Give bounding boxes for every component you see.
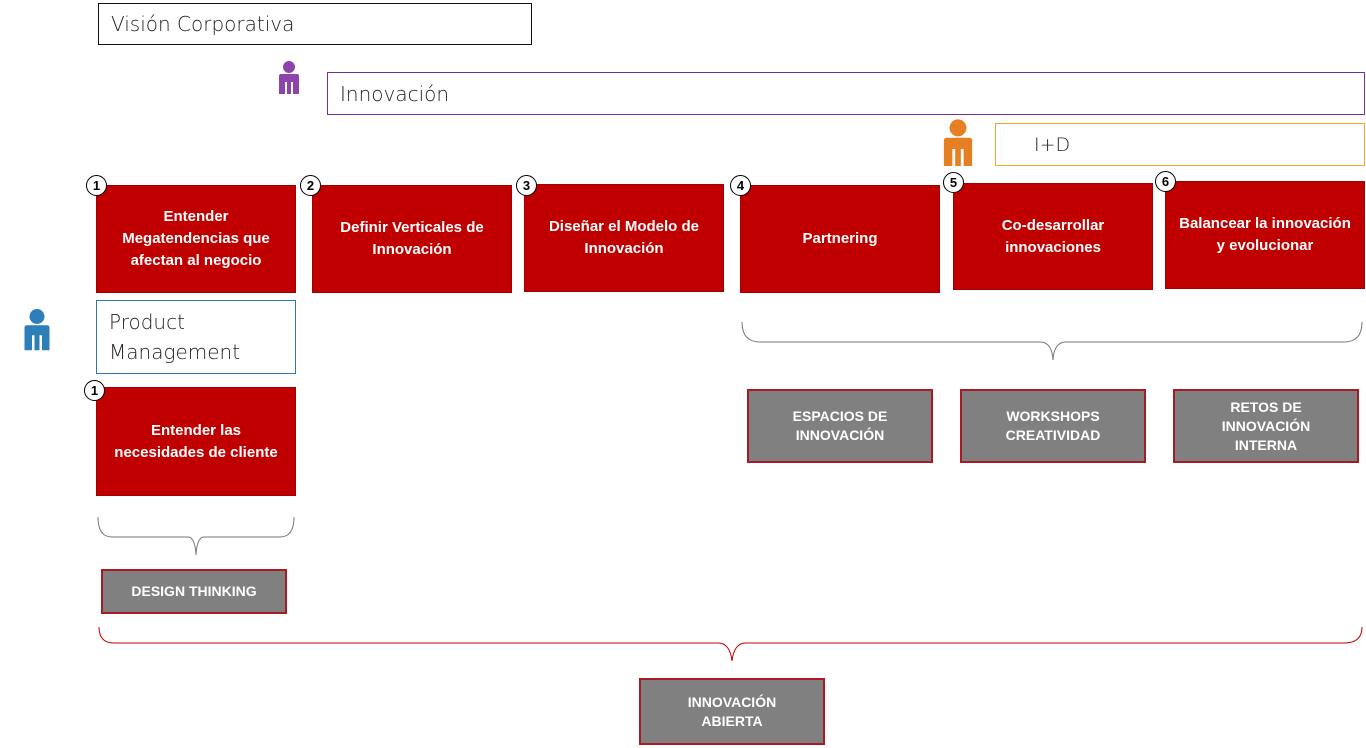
innovacion-label: Innovación	[340, 81, 450, 106]
step-6-label: Balancear la innovación y evolucionar	[1179, 215, 1351, 254]
step-5-label: Co-desarrollar innovaciones	[1001, 216, 1105, 256]
vision-corporativa-box: Visión Corporativa	[98, 3, 532, 45]
step-3-box: Diseñar el Modelo de Innovación	[524, 184, 724, 292]
step-1-box: Entender Megatendencias que afectan al n…	[96, 185, 296, 293]
person-purple-icon	[277, 60, 301, 99]
innovacion-abierta-box: INNOVACIÓN ABIERTA	[639, 678, 825, 745]
id-label: I+D	[1034, 133, 1071, 156]
person-orange-icon	[940, 118, 976, 171]
person-blue-icon	[22, 306, 52, 357]
workshops-creatividad-label: WORKSHOPS CREATIVIDAD	[1005, 408, 1101, 443]
id-box: I+D	[995, 123, 1365, 166]
step-3-number: 3	[516, 175, 537, 196]
product-management-label: Product Management	[109, 310, 241, 364]
innovacion-box: Innovación	[327, 72, 1365, 115]
pm-step-label: Entender las necesidades de cliente	[114, 421, 278, 461]
step-3-label: Diseñar el Modelo de Innovación	[548, 218, 700, 257]
step-2-label: Definir Verticales de Innovación	[340, 219, 484, 258]
innovacion-abierta-label: INNOVACIÓN ABIERTA	[687, 693, 777, 729]
partnering-brace	[741, 321, 1363, 361]
step-4-label: Partnering	[802, 230, 878, 247]
step-2-box: Definir Verticales de Innovación	[312, 185, 512, 293]
step-5-box: Co-desarrollar innovaciones	[953, 183, 1153, 290]
step-2-number: 2	[300, 175, 321, 196]
retos-innovacion-label: RETOS DE INNOVACIÓN INTERNA	[1221, 398, 1311, 453]
design-thinking-label: DESIGN THINKING	[131, 583, 257, 599]
step-5-number: 5	[943, 172, 964, 193]
retos-innovacion-box: RETOS DE INNOVACIÓN INTERNA	[1173, 389, 1359, 463]
step-4-box: Partnering	[740, 185, 940, 293]
step-1-number: 1	[86, 175, 107, 196]
vision-corporativa-label: Visión Corporativa	[111, 12, 295, 36]
step-6-box: Balancear la innovación y evolucionar	[1165, 181, 1365, 289]
workshops-creatividad-box: WORKSHOPS CREATIVIDAD	[960, 389, 1146, 463]
design-thinking-box: DESIGN THINKING	[101, 569, 287, 614]
pm-step-number: 1	[84, 380, 105, 401]
step-6-number: 6	[1155, 171, 1176, 192]
product-management-box: Product Management	[96, 300, 296, 374]
pm-brace	[97, 516, 295, 556]
step-1-label: Entender Megatendencias que afectan al n…	[122, 208, 270, 269]
espacios-innovacion-label: ESPACIOS DE INNOVACIÓN	[792, 408, 888, 443]
open-innovation-brace	[98, 626, 1363, 662]
step-4-number: 4	[730, 175, 751, 196]
espacios-innovacion-box: ESPACIOS DE INNOVACIÓN	[747, 389, 933, 463]
pm-step-box: Entender las necesidades de cliente	[96, 387, 296, 496]
